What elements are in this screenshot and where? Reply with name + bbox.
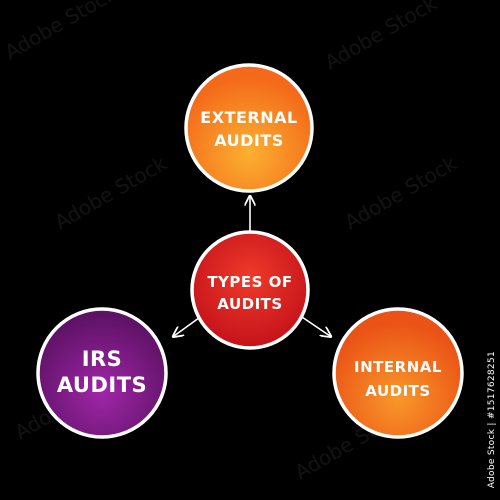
node-internal-line1: INTERNAL [354, 358, 442, 376]
node-irs-line2: AUDITS [57, 373, 147, 397]
node-center-line1: TYPES OF [207, 273, 292, 291]
node-center-circle [190, 230, 310, 350]
node-irs-audits: IRS AUDITS [36, 307, 168, 439]
watermark-text: Adobe Stock [1, 0, 122, 64]
watermark-text: Adobe Stock [341, 151, 462, 234]
node-irs-circle [36, 307, 168, 439]
node-external-line2: AUDITS [214, 131, 284, 150]
watermark-text: Adobe Stock [51, 151, 172, 234]
watermark-text: Adobe Stock [321, 0, 442, 74]
node-external-audits: EXTERNAL AUDITS [184, 63, 314, 193]
arrow-to-internal [298, 314, 330, 336]
node-irs-line1: IRS [82, 347, 123, 371]
node-external-circle [184, 63, 314, 193]
node-internal-circle [332, 307, 464, 439]
node-external-line1: EXTERNAL [200, 108, 297, 127]
stock-id-label: Adobe Stock | #1517628251 [487, 350, 497, 488]
node-center-line2: AUDITS [217, 295, 282, 313]
node-types-of-audits: TYPES OF AUDITS [190, 230, 310, 350]
node-internal-line2: AUDITS [365, 382, 430, 400]
node-internal-audits: INTERNAL AUDITS [332, 307, 464, 439]
